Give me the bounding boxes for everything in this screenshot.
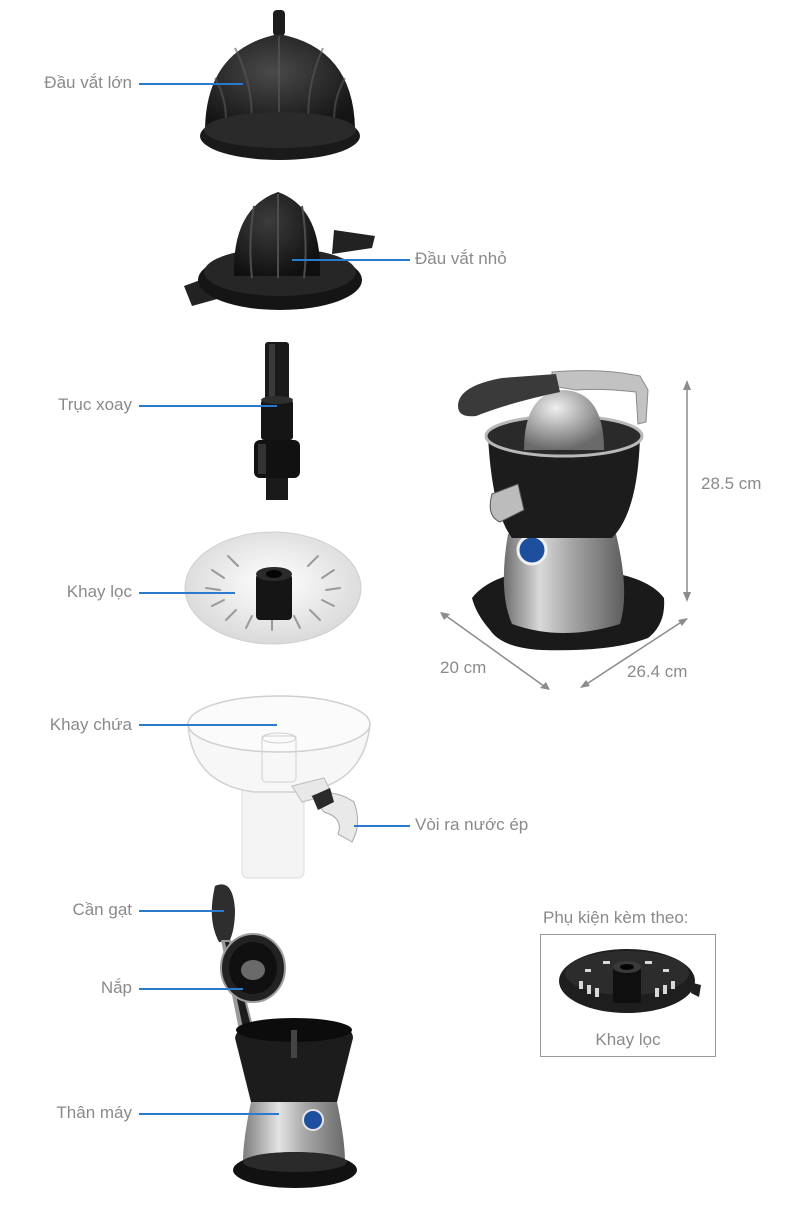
shaft-image (248, 340, 308, 505)
body-label: Thân máy (56, 1103, 132, 1122)
shaft-label: Trục xoay (57, 395, 132, 414)
accessory-filter-image (555, 943, 703, 1025)
accessory-filter-label: Khay lọc (595, 1030, 661, 1049)
filter-tray-leader (139, 592, 235, 594)
small-reamer-image (182, 188, 377, 313)
accessories-title: Phụ kiện kèm theo: (543, 908, 689, 927)
spout-label: Vòi ra nước ép (415, 815, 529, 834)
large-reamer-label: Đầu vắt lớn (44, 73, 132, 92)
width-dimension-label: 26.4 cm (627, 662, 688, 681)
lever-leader (139, 910, 224, 912)
juice-container-image (184, 684, 374, 882)
spout-leader (354, 825, 410, 827)
small-reamer-label: Đầu vắt nhỏ (415, 249, 507, 268)
large-reamer-image (195, 8, 365, 168)
filter-tray-image (182, 530, 364, 648)
juice-container-leader (139, 724, 277, 726)
lid-label: Nắp (100, 978, 132, 997)
accessories-box: Khay lọc (540, 934, 716, 1057)
large-reamer-leader (139, 83, 243, 85)
shaft-leader (139, 405, 277, 407)
juicer-base-assembly-image (205, 880, 360, 1198)
filter-tray-label: Khay lọc (66, 582, 132, 601)
lever-label: Cần gạt (72, 900, 132, 919)
juice-container-label: Khay chứa (49, 715, 132, 734)
width-dimension-arrow (578, 616, 690, 690)
assembled-juicer-image (452, 362, 670, 654)
height-dimension-label: 28.5 cm (701, 474, 762, 493)
depth-dimension-arrow (438, 610, 552, 692)
lid-leader (139, 988, 243, 990)
small-reamer-leader (292, 259, 410, 261)
height-dimension-arrow (680, 378, 694, 604)
depth-dimension-label: 20 cm (440, 658, 487, 677)
body-leader (139, 1113, 279, 1115)
